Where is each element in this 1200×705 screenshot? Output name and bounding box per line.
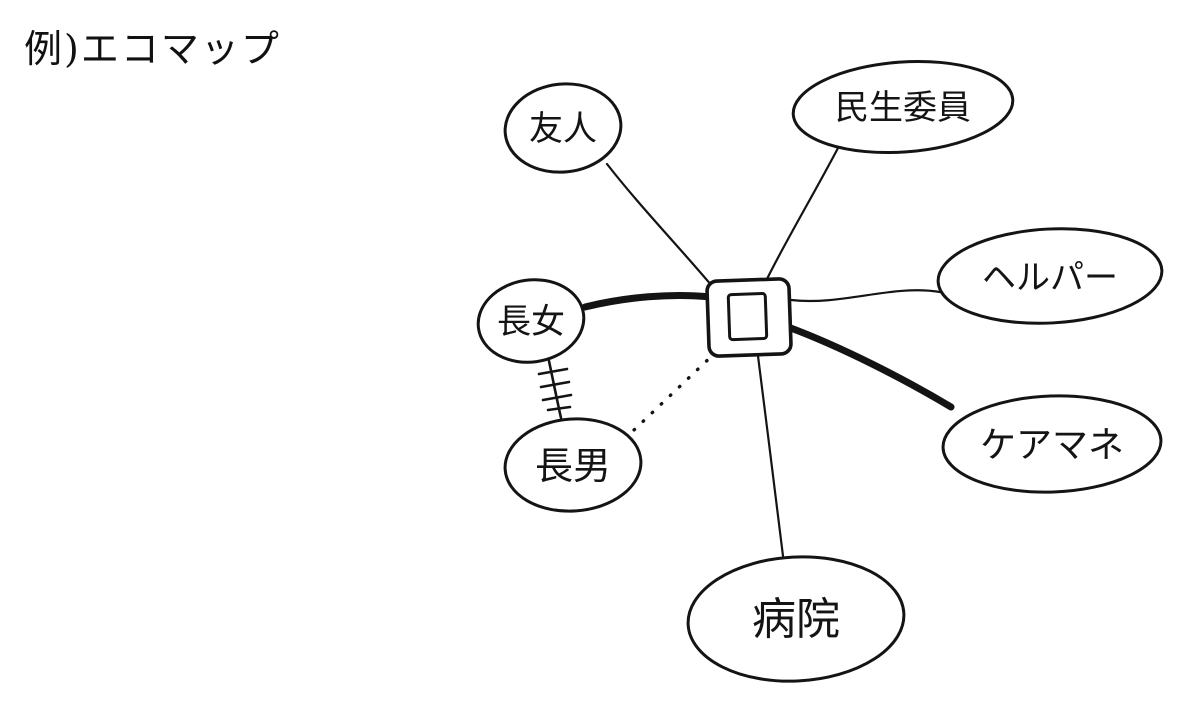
- node-care-manager: ケアマネ: [941, 394, 1163, 494]
- node-eldest-daughter: 長女: [476, 278, 586, 364]
- edge-client-welfare-officer: [764, 146, 840, 283]
- node-welfare-officer: 民生委員: [791, 59, 1015, 155]
- edge-client-hospital: [756, 354, 785, 558]
- node-friend: 友人: [503, 82, 623, 174]
- node-eldest-daughter-label: 長女: [497, 302, 565, 342]
- page-title: 例)エコマップ: [24, 27, 281, 71]
- edge-daughter-son-strained: [537, 359, 573, 420]
- edge-client-eldest-daughter: [581, 291, 715, 311]
- center-client-node: [705, 277, 793, 358]
- node-helper-label: ヘルパー: [982, 258, 1118, 298]
- node-hospital: 病院: [686, 555, 906, 683]
- client-inner-square-icon: [726, 292, 769, 342]
- edge-client-eldest-son: [632, 350, 718, 432]
- edge-client-friend: [605, 162, 714, 288]
- edge-client-care-manager: [784, 323, 955, 411]
- node-welfare-officer-label: 民生委員: [835, 88, 971, 128]
- node-eldest-son-label: 長男: [535, 444, 611, 488]
- edge-client-helper: [789, 289, 942, 303]
- node-care-manager-label: ケアマネ: [980, 425, 1124, 466]
- node-helper: ヘルパー: [936, 227, 1164, 325]
- node-eldest-son: 長男: [503, 417, 643, 513]
- node-hospital-label: 病院: [752, 594, 840, 645]
- node-friend-label: 友人: [529, 109, 597, 149]
